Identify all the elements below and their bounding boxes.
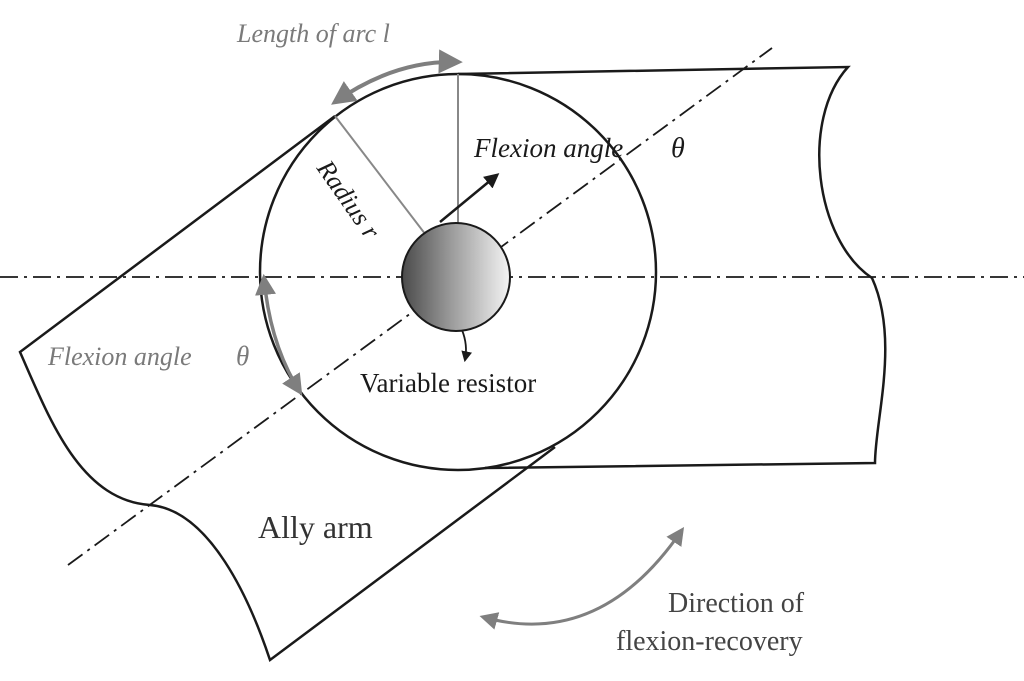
direction-label-line2: flexion-recovery (616, 626, 803, 657)
arc-length-label: Length of arc l (236, 19, 390, 48)
flexion-angle-arrow (439, 173, 500, 223)
flexion-angle-top-label: Flexion angle (473, 133, 623, 163)
arc-length-arrow (331, 49, 463, 105)
fixed-arm-outline (457, 65, 887, 470)
flexion-angle-left-label: Flexion angle (47, 342, 192, 371)
direction-arrow (479, 527, 685, 630)
variable-resistor-label: Variable resistor (360, 368, 536, 398)
ally-arm-label: Ally arm (258, 509, 373, 545)
flexion-angle-arc-arrow (255, 273, 303, 396)
theta-top-symbol: θ (671, 133, 685, 164)
resistor-pointer-arrow (461, 329, 472, 363)
direction-label-line1: Direction of (668, 588, 805, 619)
variable-resistor-hub (401, 222, 511, 332)
theta-left-symbol: θ (236, 341, 249, 371)
